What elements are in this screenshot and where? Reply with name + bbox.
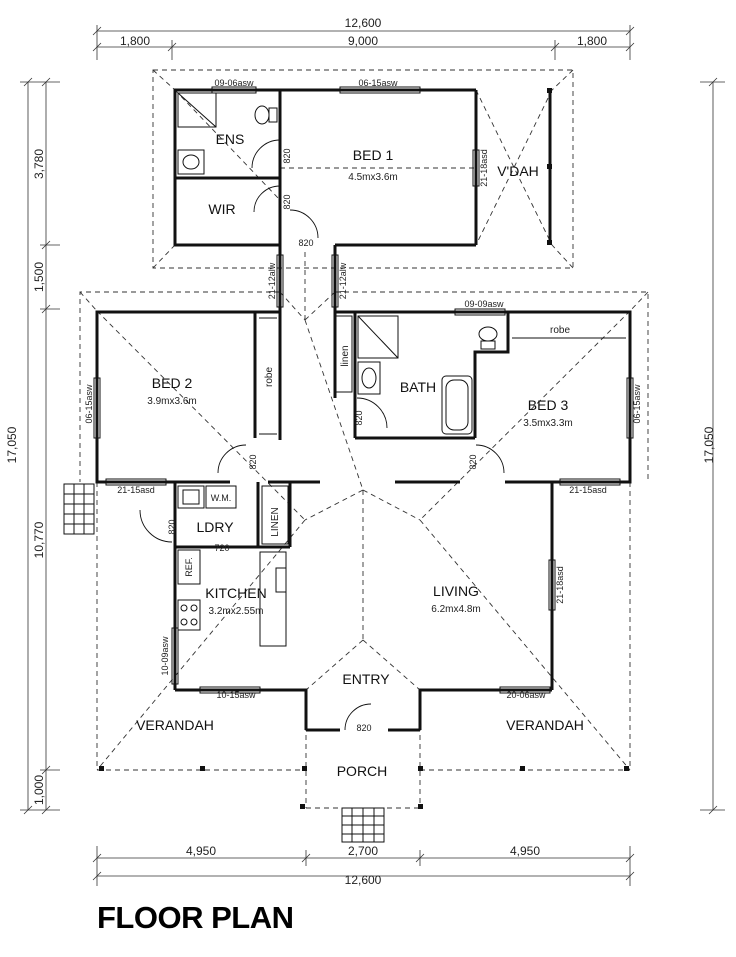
room-robe3: robe [550,325,570,336]
dim-left-4: 1,000 [32,775,46,805]
label-window-living-side: 21-18asd [555,566,565,604]
label-window-living-ext: 21-15asd [569,485,607,495]
walls [95,88,632,732]
dim-top-left: 1,800 [120,34,150,48]
label-ref: REF. [184,557,194,577]
dim-bottom-total: 12,600 [345,873,382,887]
label-wm: W.M. [211,493,232,503]
label-door-bed1: 820 [298,238,313,248]
room-bed2-size: 3.9mx3.6m [147,396,196,407]
label-window-ens-top: 09-06asw [214,78,254,88]
dim-top-total: 12,600 [345,16,382,30]
room-porch: PORCH [337,763,388,779]
dim-top-mid: 9,000 [348,34,378,48]
room-bath: BATH [400,379,436,395]
dim-left-2: 1,500 [32,262,46,292]
room-vdah: V'DAH [497,163,539,179]
room-ldry: LDRY [196,519,234,535]
page-title: FLOOR PLAN [97,900,294,935]
fixtures [63,86,634,843]
label-window-bed3-right: 06-15asw [632,384,642,424]
room-ens: ENS [216,131,245,147]
dim-bottom-right: 4,950 [510,844,540,858]
room-verandah-left: VERANDAH [136,717,214,733]
dim-right-total: 17,050 [702,426,716,463]
label-door-bath: 820 [354,410,364,425]
label-door-linen: 720 [214,543,229,553]
label-window-kitchen-side: 10-09asw [160,636,170,676]
room-linen-hall: linen [340,345,351,366]
room-entry: ENTRY [342,671,390,687]
room-wir: WIR [208,201,235,217]
room-linen-ldry: LINEN [270,507,281,536]
room-robe2: robe [264,367,275,387]
label-window-living-bottom: 20-06asw [506,690,546,700]
room-kitchen-size: 3.2mx2.55m [208,606,263,617]
label-door-bed3: 820 [468,454,478,469]
label-door-bed2: 820 [248,454,258,469]
room-kitchen-name: KITCHEN [205,585,266,601]
label-window-hall-left: 21-12alw [267,262,277,299]
label-window-kitchen-bottom: 10-15asw [216,690,256,700]
label-window-bath-top: 09-09asw [464,299,504,309]
dim-top-right: 1,800 [577,34,607,48]
room-bed1-name: BED 1 [353,147,394,163]
label-door-ldry: 820 [167,519,177,534]
room-bed3-name: BED 3 [528,397,569,413]
room-bed1-size: 4.5mx3.6m [348,172,397,183]
label-window-bed2-left: 06-15asw [84,384,94,424]
dim-bottom-mid: 2,700 [348,844,378,858]
label-window-bed1-top: 06-15asw [358,78,398,88]
room-living-size: 6.2mx4.8m [431,604,480,615]
dim-left-total: 17,050 [5,426,19,463]
label-window-ldry-ext: 21-15asd [117,485,155,495]
dim-bottom-left: 4,950 [186,844,216,858]
dim-left-3: 10,770 [32,521,46,558]
label-door-wir: 820 [282,194,292,209]
room-verandah-right: VERANDAH [506,717,584,733]
label-window-hall-right: 21-12alw [338,262,348,299]
room-living-name: LIVING [433,583,479,599]
label-window-bed1-side: 21-18asd [479,149,489,187]
room-bed3-size: 3.5mx3.3m [523,418,572,429]
label-door-entry: 820 [356,723,371,733]
room-bed2-name: BED 2 [152,375,193,391]
dimension-lines [20,25,725,886]
dim-left-1: 3,780 [32,149,46,179]
label-door-ens: 820 [282,148,292,163]
